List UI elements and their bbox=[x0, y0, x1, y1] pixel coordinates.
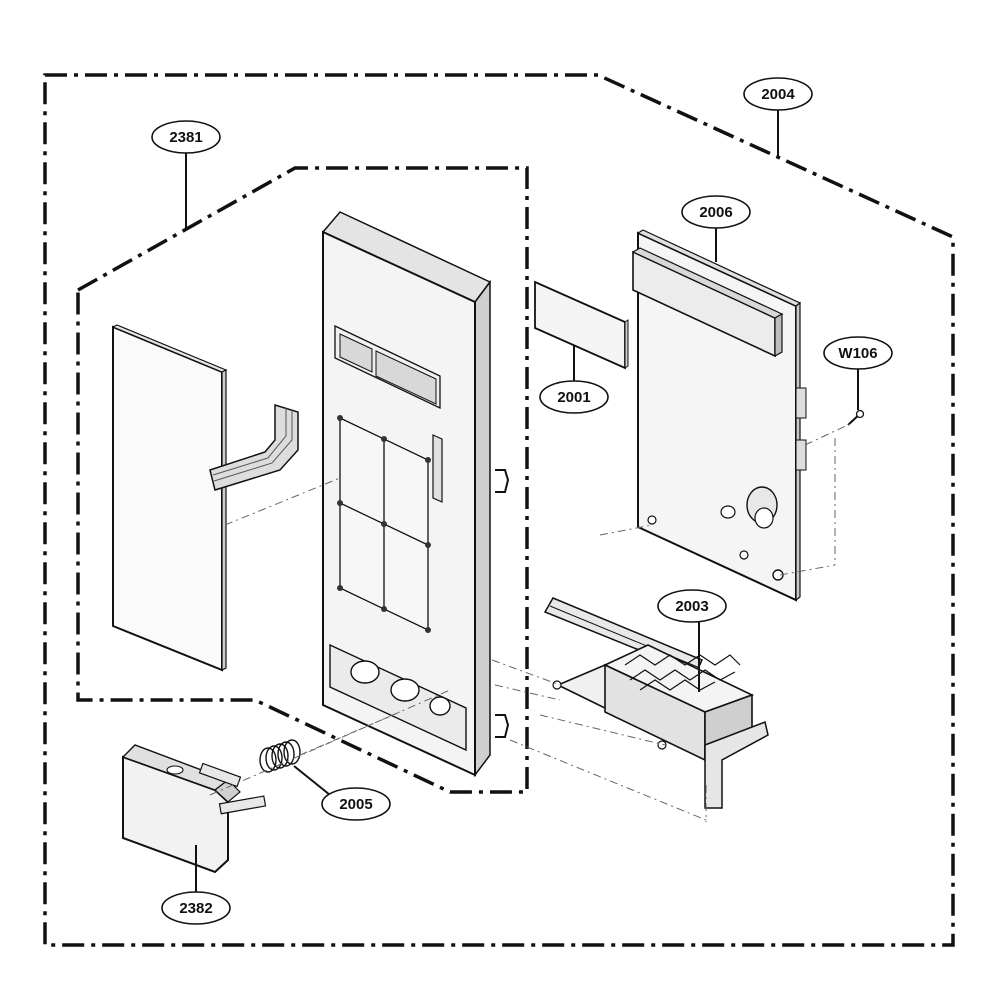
screw-w106 bbox=[847, 409, 865, 426]
callout-2003: 2003 bbox=[657, 589, 727, 623]
svg-text:2001: 2001 bbox=[557, 389, 590, 406]
callout-2004: 2004 bbox=[743, 77, 813, 111]
ribbon-cable bbox=[209, 403, 299, 491]
callout-2382: 2382 bbox=[161, 891, 231, 925]
svg-text:2005: 2005 bbox=[339, 796, 372, 813]
pcb-board-2006 bbox=[631, 229, 807, 602]
push-button-2382 bbox=[121, 744, 267, 874]
spring-2005 bbox=[259, 739, 301, 773]
latch-bracket-2003 bbox=[543, 597, 769, 809]
leader-lines bbox=[185, 110, 859, 892]
svg-text:2382: 2382 bbox=[179, 900, 212, 917]
assembly-guide-lines bbox=[209, 423, 851, 822]
svg-text:W106: W106 bbox=[838, 345, 877, 362]
callout-2381: 2381 bbox=[151, 120, 221, 154]
assembly-2381-boundary bbox=[76, 166, 529, 794]
window-part-2001 bbox=[534, 280, 629, 370]
svg-text:2003: 2003 bbox=[675, 598, 708, 615]
callout-2005: 2005 bbox=[321, 787, 391, 821]
assembly-2004-boundary bbox=[43, 73, 955, 947]
svg-text:2006: 2006 bbox=[699, 204, 732, 221]
membrane-panel bbox=[111, 324, 228, 672]
svg-text:2381: 2381 bbox=[169, 129, 202, 146]
callout-2001: 2001 bbox=[539, 380, 609, 414]
svg-text:2004: 2004 bbox=[761, 86, 795, 103]
callout-2006: 2006 bbox=[681, 195, 751, 229]
control-panel-frame bbox=[321, 211, 510, 778]
callout-w106: W106 bbox=[823, 336, 893, 370]
